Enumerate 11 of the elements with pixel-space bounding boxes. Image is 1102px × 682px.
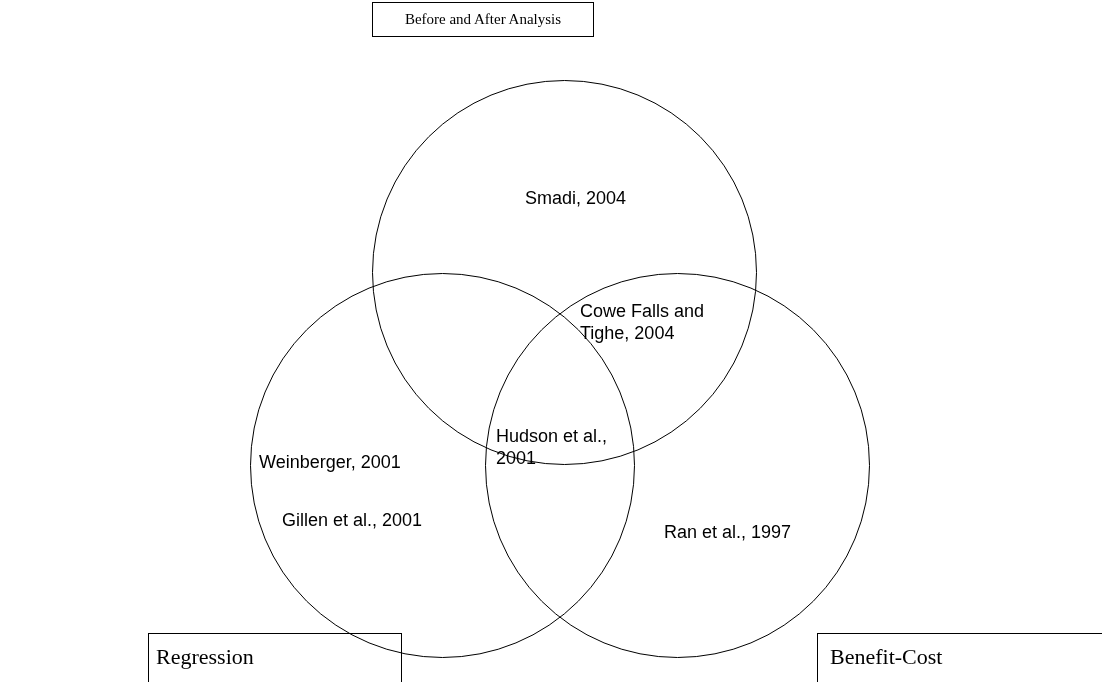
study-label: Smadi, 2004 [525, 187, 627, 209]
category-label: Benefit-Cost [830, 644, 943, 670]
study-label: Weinberger, 2001 [259, 451, 401, 473]
study-label: Gillen et al., 2001 [282, 509, 423, 531]
category-box [817, 633, 1102, 682]
category-label: Regression [156, 644, 254, 670]
category-box [148, 633, 402, 682]
study-label: Cowe Falls and Tighe, 2004 [580, 300, 706, 344]
category-label: Before and After Analysis [403, 11, 563, 28]
study-label: Ran et al., 1997 [664, 521, 792, 543]
category-box [372, 2, 594, 37]
